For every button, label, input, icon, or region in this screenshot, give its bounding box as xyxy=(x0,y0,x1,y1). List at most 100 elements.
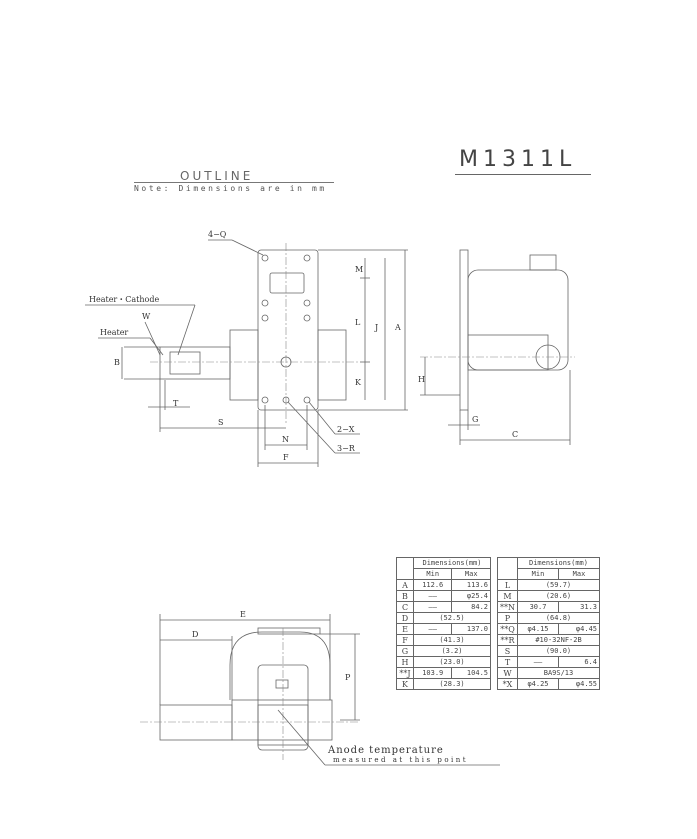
table-row: K(28.3) xyxy=(396,678,491,690)
label-c: C xyxy=(512,430,518,439)
table-row: H(23.0) xyxy=(396,656,491,668)
table-row: F(41.3) xyxy=(396,634,491,646)
model-number: M1311L xyxy=(455,147,591,175)
dim-max: 113.6 xyxy=(451,579,491,591)
table-row: P(64.8) xyxy=(497,612,600,624)
dim-min: 103.9 xyxy=(412,667,453,679)
label-m: M xyxy=(355,265,363,274)
label-f: F xyxy=(283,453,289,462)
dim-max: 84.2 xyxy=(451,601,491,613)
dim-key: K xyxy=(396,678,414,690)
table-row: T——6.4 xyxy=(497,656,601,668)
dim-max: 31.3 xyxy=(557,601,601,613)
dim-key: S xyxy=(497,645,518,657)
dim-key: E xyxy=(396,623,414,635)
dim-min: —— xyxy=(412,601,453,613)
label-n: N xyxy=(282,435,289,444)
dim-span: (20.6) xyxy=(517,590,600,602)
dim-span: #10-32NF-2B xyxy=(517,634,600,646)
dim-span: (23.0) xyxy=(413,656,491,668)
units-note: Note: Dimensions are in mm xyxy=(134,182,334,193)
label-b: B xyxy=(114,358,120,367)
dim-max: 104.5 xyxy=(451,667,491,679)
dim-key: A xyxy=(396,579,414,591)
label-g: G xyxy=(472,415,478,424)
dim-key: W xyxy=(497,667,518,679)
dim-max: 137.0 xyxy=(451,623,491,635)
label-p: P xyxy=(345,673,351,682)
dim-min: 30.7 xyxy=(517,601,559,613)
dim-key: *X xyxy=(497,678,518,690)
label-heater-cathode: Heater・Cathode xyxy=(89,295,159,304)
col-max: Max xyxy=(451,568,491,580)
label-anode-temperature: Anode temperature xyxy=(327,745,444,756)
dim-min: φ4.25 xyxy=(517,678,559,690)
col-min: Min xyxy=(412,568,453,580)
label-j: J xyxy=(374,323,378,332)
dim-key: **Q xyxy=(497,623,518,635)
dim-key: **R xyxy=(497,634,518,646)
dim-min: φ4.15 xyxy=(517,623,559,635)
label-4-q: 4−Q xyxy=(208,230,227,239)
dim-min: —— xyxy=(412,623,453,635)
table-row: C——84.2 xyxy=(396,601,491,613)
label-d: D xyxy=(192,630,198,639)
label-h: H xyxy=(418,375,425,384)
table-header: Dimensions(mm) xyxy=(517,557,600,569)
col-max: Max xyxy=(557,568,601,580)
dim-key: G xyxy=(396,645,414,657)
table-row: L(59.7) xyxy=(497,579,600,591)
dim-span: (64.8) xyxy=(517,612,600,624)
dim-key: C xyxy=(396,601,414,613)
label-w: W xyxy=(142,312,151,321)
dim-min: 112.6 xyxy=(412,579,453,591)
label-l: L xyxy=(355,318,361,327)
table-header: Dimensions(mm) xyxy=(413,557,491,569)
label-k: K xyxy=(355,378,362,387)
dim-min: —— xyxy=(517,656,559,668)
dim-key: **N xyxy=(497,601,518,613)
label-e: E xyxy=(240,610,246,619)
bottom-view: E D P Anode temperature measured at this… xyxy=(140,610,500,766)
dim-max: φ25.4 xyxy=(451,590,491,602)
table-row: S(90.0) xyxy=(497,645,600,657)
side-view: H G C xyxy=(418,249,575,445)
dim-span: (59.7) xyxy=(517,579,600,591)
table-row: **R#10-32NF-2B xyxy=(497,634,600,646)
outline-title: OUTLINE xyxy=(180,169,254,183)
dim-key: F xyxy=(396,634,414,646)
front-view: 4−Q Heater・Cathode W Heater B T S N F 2−… xyxy=(85,230,408,467)
dim-key: M xyxy=(497,590,518,602)
dim-span: BA9S/13 xyxy=(517,667,600,679)
table-row: B——φ25.4 xyxy=(396,590,491,602)
dim-span: (41.3) xyxy=(413,634,491,646)
table-row: M(20.6) xyxy=(497,590,600,602)
label-s: S xyxy=(218,418,223,427)
dim-min: —— xyxy=(412,590,453,602)
label-measured-point: measured at this point xyxy=(333,756,468,764)
label-a: A xyxy=(394,323,401,332)
dim-key: B xyxy=(396,590,414,602)
dim-max: φ4.45 xyxy=(557,623,601,635)
table-row: E——137.0 xyxy=(396,623,491,635)
label-3-r: 3−R xyxy=(337,444,356,453)
dim-key: H xyxy=(396,656,414,668)
table-row: G(3.2) xyxy=(396,645,491,657)
label-2-x: 2−X xyxy=(337,425,355,434)
dim-max: φ4.55 xyxy=(557,678,601,690)
dim-span: (52.5) xyxy=(413,612,491,624)
dim-key: **J xyxy=(396,667,414,679)
col-min: Min xyxy=(517,568,559,580)
dim-span: (3.2) xyxy=(413,645,491,657)
table-row: D(52.5) xyxy=(396,612,491,624)
dim-span: (90.0) xyxy=(517,645,600,657)
